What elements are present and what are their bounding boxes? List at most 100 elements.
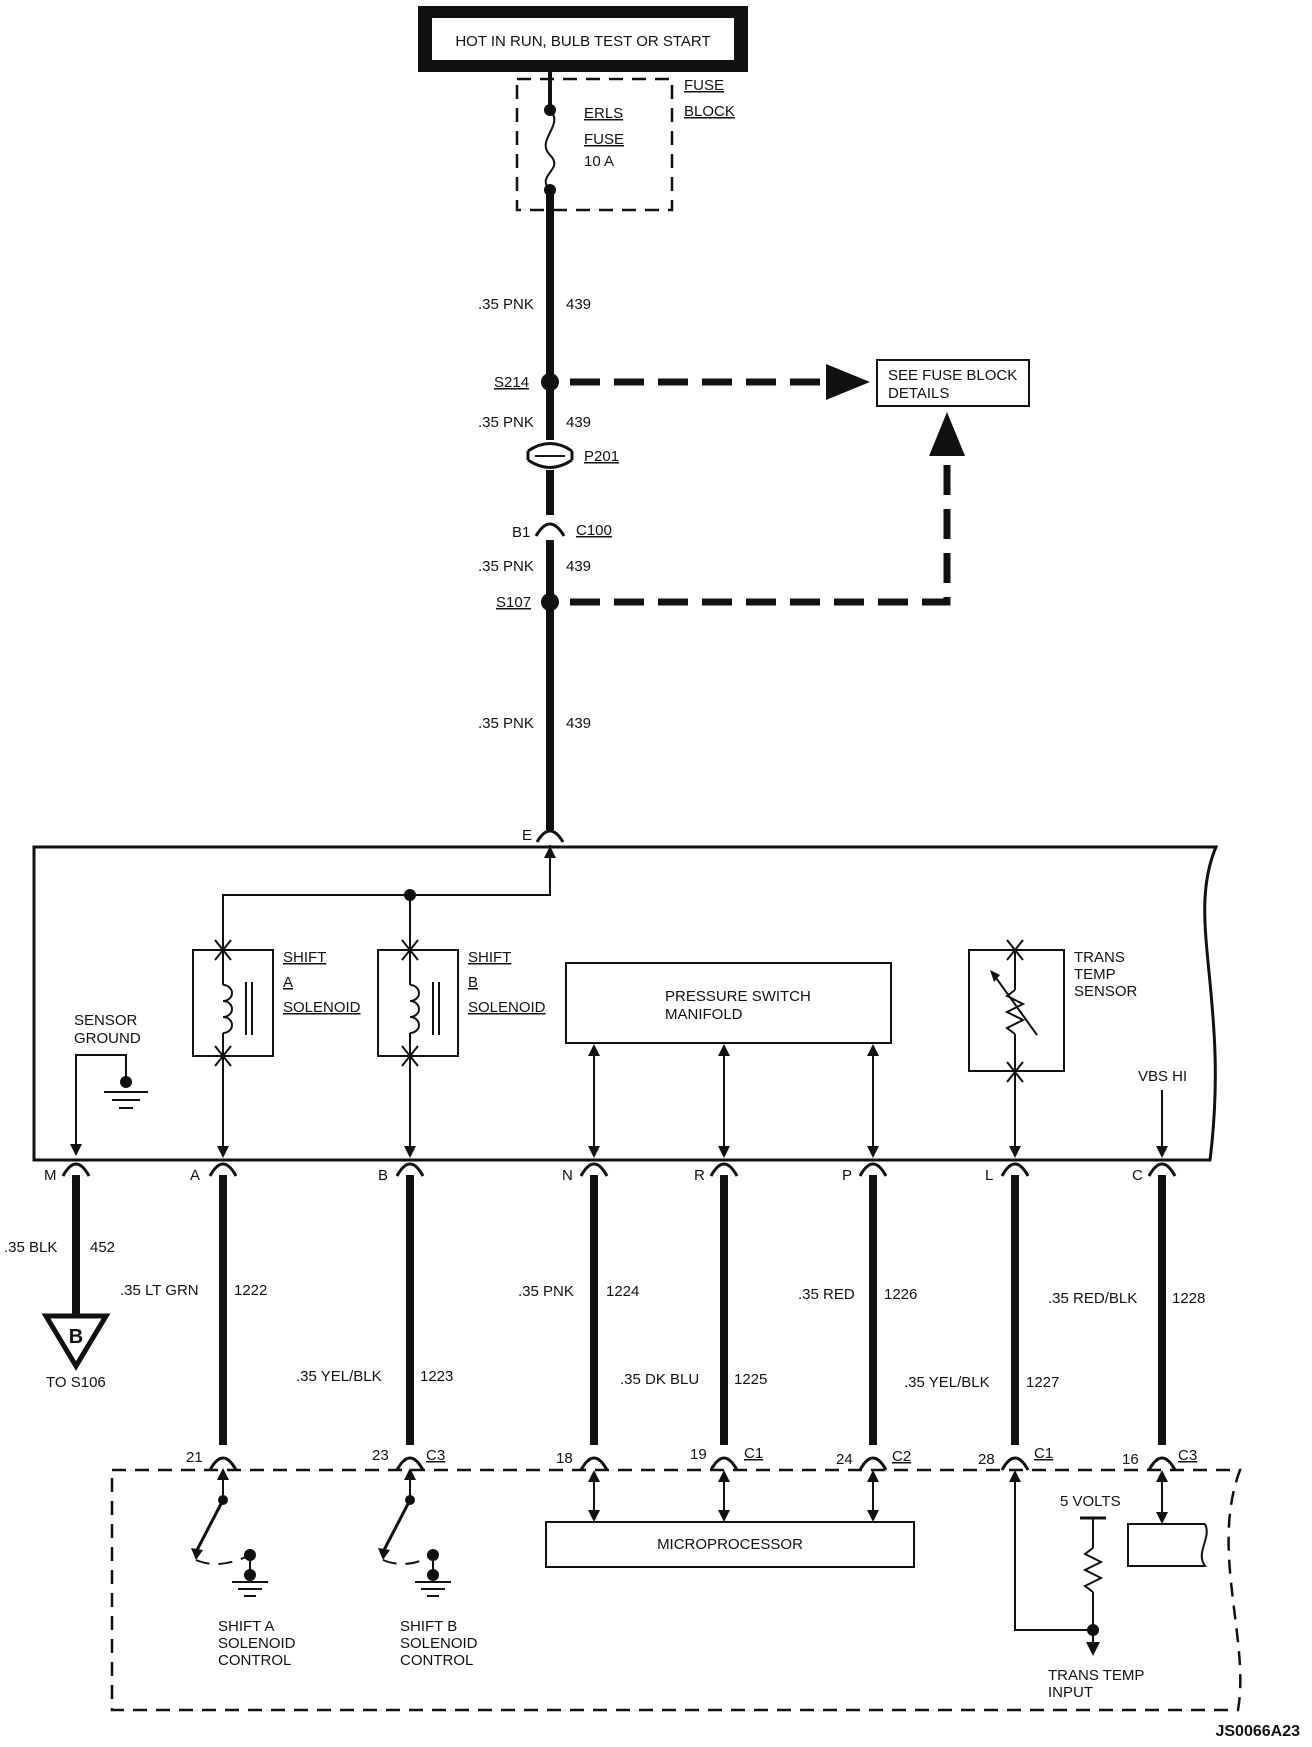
circuit-m-number: 452 xyxy=(90,1239,115,1256)
pcm-pin-21: 21 xyxy=(186,1449,203,1466)
shift-b-label-3: SOLENOID xyxy=(468,999,546,1016)
internal-feed-line xyxy=(222,845,551,950)
circuit-n-color: .35 PNK xyxy=(518,1283,574,1300)
connector-p201-label: P201 xyxy=(584,448,619,465)
shift-a-label-1: SHIFT xyxy=(283,949,326,966)
shift-b-ctrl-label-2: SOLENOID xyxy=(400,1635,478,1652)
shift-a-solenoid: SHIFT A SOLENOID xyxy=(192,949,361,1060)
feed-wire-1-circuit: 439 xyxy=(566,296,591,313)
shift-b-solenoid: SHIFT B SOLENOID xyxy=(377,949,546,1060)
trans-temp-label-2: TEMP xyxy=(1074,966,1116,983)
fuse-block-details-box: SEE FUSE BLOCK DETAILS xyxy=(876,359,1030,407)
s107-arrow-icon xyxy=(929,412,965,456)
feed-wire-4-color: .35 PNK xyxy=(478,715,534,732)
circuit-p-color: .35 RED xyxy=(798,1286,855,1303)
circuit-r-number: 1225 xyxy=(734,1371,767,1388)
shift-a-label-2: A xyxy=(283,974,293,991)
pin-m: M xyxy=(44,1167,57,1184)
circuit-b-color: .35 YEL/BLK xyxy=(296,1368,382,1385)
splice-s107-label: S107 xyxy=(496,594,531,611)
pin-l: L xyxy=(985,1167,993,1184)
splice-s214-label: S214 xyxy=(494,374,529,391)
trans-temp-sensor: TRANS TEMP SENSOR xyxy=(968,949,1138,1072)
splice-s214-dot xyxy=(541,373,559,391)
pin-r: R xyxy=(694,1167,705,1184)
connector-e-pin: E xyxy=(522,827,532,844)
pin-n: N xyxy=(562,1167,573,1184)
five-volts-label: 5 VOLTS xyxy=(1060,1493,1121,1510)
sensor-ground: SENSOR GROUND xyxy=(70,1012,148,1156)
pcm-conn-c2: C2 xyxy=(892,1448,911,1465)
pcm-conn-c1-r: C1 xyxy=(744,1445,763,1462)
connector-p201: P201 xyxy=(526,442,619,469)
diagram-code: JS0066A23 xyxy=(1215,1723,1300,1740)
circuit-r-color: .35 DK BLU xyxy=(620,1371,699,1388)
circuit-a-color: .35 LT GRN xyxy=(120,1282,199,1299)
fuse-name-1: ERLS xyxy=(584,105,623,122)
circuit-l-color: .35 YEL/BLK xyxy=(904,1374,990,1391)
pressure-label-2: MANIFOLD xyxy=(665,1006,743,1023)
trans-temp-input-circuit: 5 VOLTS TRANS TEMP INPUT xyxy=(1009,1470,1144,1701)
pcm-box xyxy=(110,1468,1242,1712)
splice-s107-dot xyxy=(541,593,559,611)
circuit-m-color: .35 BLK xyxy=(4,1239,57,1256)
pin-b: B xyxy=(378,1167,388,1184)
feed-wire-2-color: .35 PNK xyxy=(478,414,534,431)
circuit-p-number: 1226 xyxy=(884,1286,917,1303)
ground-symbol: B xyxy=(69,1326,83,1348)
feed-wire-3-circuit: 439 xyxy=(566,558,591,575)
trans-temp-input-label-2: INPUT xyxy=(1048,1684,1093,1701)
s107-dashed-path xyxy=(570,462,951,606)
shift-b-control-switch: SHIFT B SOLENOID CONTROL xyxy=(378,1468,478,1669)
circuit-n-number: 1224 xyxy=(606,1283,639,1300)
connector-c100-label: C100 xyxy=(576,522,612,539)
pcm-conn-c1-l: C1 xyxy=(1034,1445,1053,1462)
connector-c100-pin: B1 xyxy=(512,524,530,541)
pressure-arrows xyxy=(588,1044,879,1158)
circuit-b-number: 1223 xyxy=(420,1368,453,1385)
shift-b-ctrl-label-1: SHIFT B xyxy=(400,1618,457,1635)
vbs-hi-label: VBS HI xyxy=(1138,1068,1187,1085)
shift-a-ctrl-label-3: CONTROL xyxy=(218,1652,291,1669)
trans-temp-label-3: SENSOR xyxy=(1074,983,1138,1000)
circuit-c-number: 1228 xyxy=(1172,1290,1205,1307)
vbs-hi-control xyxy=(1127,1470,1208,1567)
shift-b-ctrl-label-3: CONTROL xyxy=(400,1652,473,1669)
feed-wire-2-circuit: 439 xyxy=(566,414,591,431)
microprocessor: MICROPROCESSOR xyxy=(545,1470,915,1568)
shift-a-label-3: SOLENOID xyxy=(283,999,361,1016)
sensor-ground-label-1: SENSOR xyxy=(74,1012,138,1029)
fuse-details-line2: DETAILS xyxy=(888,385,949,402)
trans-connector-cups xyxy=(61,1162,1177,1177)
pcm-pin-16: 16 xyxy=(1122,1451,1139,1468)
fuse-block: FUSE BLOCK ERLS FUSE 10 A xyxy=(515,72,735,212)
fuse-rating: 10 A xyxy=(584,153,614,170)
trans-temp-input-label-1: TRANS TEMP xyxy=(1048,1667,1144,1684)
pin-c: C xyxy=(1132,1167,1143,1184)
pin-a: A xyxy=(190,1167,200,1184)
shift-a-control-switch: SHIFT A SOLENOID CONTROL xyxy=(191,1468,296,1669)
fuse-block-label-2: BLOCK xyxy=(684,103,735,120)
microprocessor-label: MICROPROCESSOR xyxy=(657,1536,803,1553)
pcm-pin-23: 23 xyxy=(372,1447,389,1464)
pcm-pin-28: 28 xyxy=(978,1451,995,1468)
circuit-c-color: .35 RED/BLK xyxy=(1048,1290,1137,1307)
pressure-label-1: PRESSURE SWITCH xyxy=(665,988,811,1005)
pcm-pin-18: 18 xyxy=(556,1450,573,1467)
feed-wire-3-color: .35 PNK xyxy=(478,558,534,575)
ground-label: TO S106 xyxy=(46,1374,106,1391)
pcm-conn-c3-b: C3 xyxy=(426,1447,445,1464)
feed-wire-4-circuit: 439 xyxy=(566,715,591,732)
sensor-ground-label-2: GROUND xyxy=(74,1030,141,1047)
connector-e-icon xyxy=(535,829,565,843)
shift-b-label-1: SHIFT xyxy=(468,949,511,966)
circuit-l-number: 1227 xyxy=(1026,1374,1059,1391)
shift-a-ctrl-label-2: SOLENOID xyxy=(218,1635,296,1652)
fuse-block-label-1: FUSE xyxy=(684,77,724,94)
power-source-box: HOT IN RUN, BULB TEST OR START xyxy=(418,6,748,72)
shift-a-ctrl-label-1: SHIFT A xyxy=(218,1618,274,1635)
pcm-pin-19: 19 xyxy=(690,1446,707,1463)
pressure-switch-manifold: PRESSURE SWITCH MANIFOLD xyxy=(565,962,892,1044)
circuit-a-number: 1222 xyxy=(234,1282,267,1299)
